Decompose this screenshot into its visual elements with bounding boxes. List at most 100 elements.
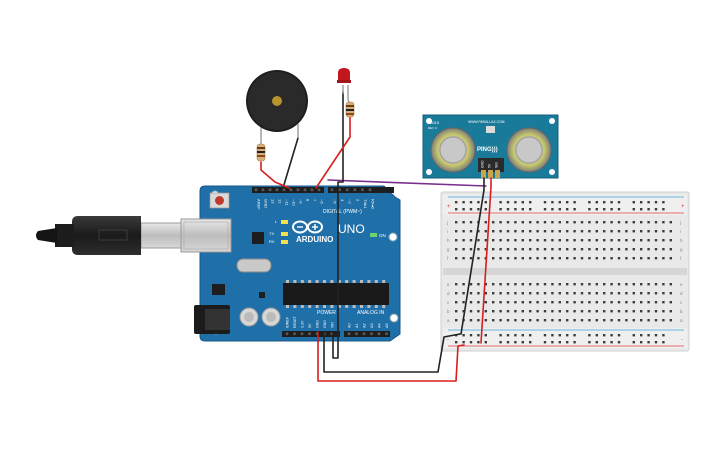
sensor-url: WWW.PARALLAX.COM (468, 120, 505, 124)
reset-button[interactable] (209, 192, 230, 209)
header-pin (377, 332, 381, 336)
rail-hole (595, 201, 598, 204)
breadboard-hole (640, 230, 643, 233)
breadboard-hole (580, 239, 584, 242)
breadboard-hole (492, 283, 495, 286)
board-leds (281, 220, 377, 244)
breadboard-hole (669, 221, 672, 224)
breadboard-hole (669, 301, 672, 304)
breadboard-hole (529, 292, 532, 295)
breadboard-hole (514, 283, 517, 286)
breadboard-hole (632, 310, 635, 313)
digital-pin-label: AREF (257, 199, 262, 210)
breadboard-hole (514, 230, 517, 233)
digital-pin-label: ~11 (285, 199, 290, 206)
header-pin (300, 332, 304, 336)
breadboard-hole (529, 257, 532, 260)
sensor-5v-wire (480, 177, 492, 344)
breadboard-hole (514, 292, 517, 295)
rail-hole (506, 201, 510, 204)
breadboard-hole (477, 319, 480, 322)
row-letter: h (447, 238, 450, 243)
breadboard-hole (588, 257, 591, 260)
breadboard-hole (484, 292, 487, 295)
resistor-icon (256, 143, 266, 162)
breadboard-hole (669, 239, 672, 242)
breadboard-hole (603, 301, 606, 304)
breadboard-hole (484, 248, 487, 251)
chip-pin (308, 280, 312, 283)
breadboard-hole (640, 301, 643, 304)
rail-hole (529, 334, 532, 337)
breadboard-hole (506, 319, 510, 322)
ping-sensor (422, 114, 559, 179)
breadboard-hole (536, 248, 539, 251)
breadboard-hole (529, 310, 532, 313)
rail-hole (514, 341, 517, 344)
rail-hole (595, 334, 598, 337)
digital-label: DIGITAL (PWM~) (323, 209, 362, 215)
breadboard-hole (662, 230, 665, 233)
breadboard-hole (580, 257, 584, 260)
breadboard-hole (469, 292, 473, 295)
rail-hole (455, 201, 458, 204)
breadboard-hole (521, 292, 524, 295)
breadboard-hole (588, 239, 591, 242)
rail-hole (632, 341, 635, 344)
breadboard-hole (499, 239, 502, 242)
breadboard-hole (506, 257, 510, 260)
breadboard-hole (595, 248, 598, 251)
chip-pin (345, 280, 349, 283)
rail-hole (603, 208, 606, 211)
breadboard-hole (647, 310, 650, 313)
row-letter: g (447, 247, 450, 252)
rail-hole (603, 341, 606, 344)
header-pin (289, 188, 293, 192)
breadboard-hole (632, 283, 635, 286)
header-pin (285, 332, 289, 336)
chip-pin (293, 305, 297, 308)
breadboard-hole (536, 257, 539, 260)
breadboard-hole (617, 239, 621, 242)
breadboard-hole (506, 230, 510, 233)
breadboard-hole (588, 248, 591, 251)
breadboard-hole (573, 239, 576, 242)
row-letter: j (679, 220, 681, 225)
rail-hole (469, 201, 473, 204)
on-label: ON (379, 233, 386, 238)
breadboard-hole (484, 221, 487, 224)
breadboard-hole (662, 221, 665, 224)
breadboard-hole (580, 248, 584, 251)
breadboard-hole (566, 292, 569, 295)
breadboard-hole (469, 239, 473, 242)
breadboard-hole (499, 221, 502, 224)
breadboard-hole (662, 239, 665, 242)
breadboard-hole (521, 257, 524, 260)
breadboard-hole (603, 230, 606, 233)
rail-hole (647, 341, 650, 344)
breadboard-hole (566, 230, 569, 233)
breadboard-hole (462, 248, 465, 251)
breadboard-hole (588, 283, 591, 286)
breadboard-hole (521, 310, 524, 313)
breadboard-hole (514, 248, 517, 251)
rail-hole (573, 341, 576, 344)
power-pin-label: VIN (331, 322, 335, 328)
breadboard-hole (573, 292, 576, 295)
row-letter: b (680, 309, 683, 314)
chip-pin (360, 280, 363, 283)
breadboard-hole (484, 310, 487, 313)
breadboard-hole (543, 248, 547, 251)
breadboard-hole (566, 239, 569, 242)
breadboard-hole (632, 319, 635, 322)
rail-hole (543, 334, 547, 337)
breadboard-hole (640, 239, 643, 242)
breadboard-hole (640, 248, 643, 251)
breadboard-hole (654, 230, 658, 233)
breadboard-hole (469, 230, 473, 233)
breadboard-hole (625, 248, 628, 251)
rail-hole (640, 334, 643, 337)
breadboard-hole (573, 230, 576, 233)
breadboard-hole (558, 239, 561, 242)
